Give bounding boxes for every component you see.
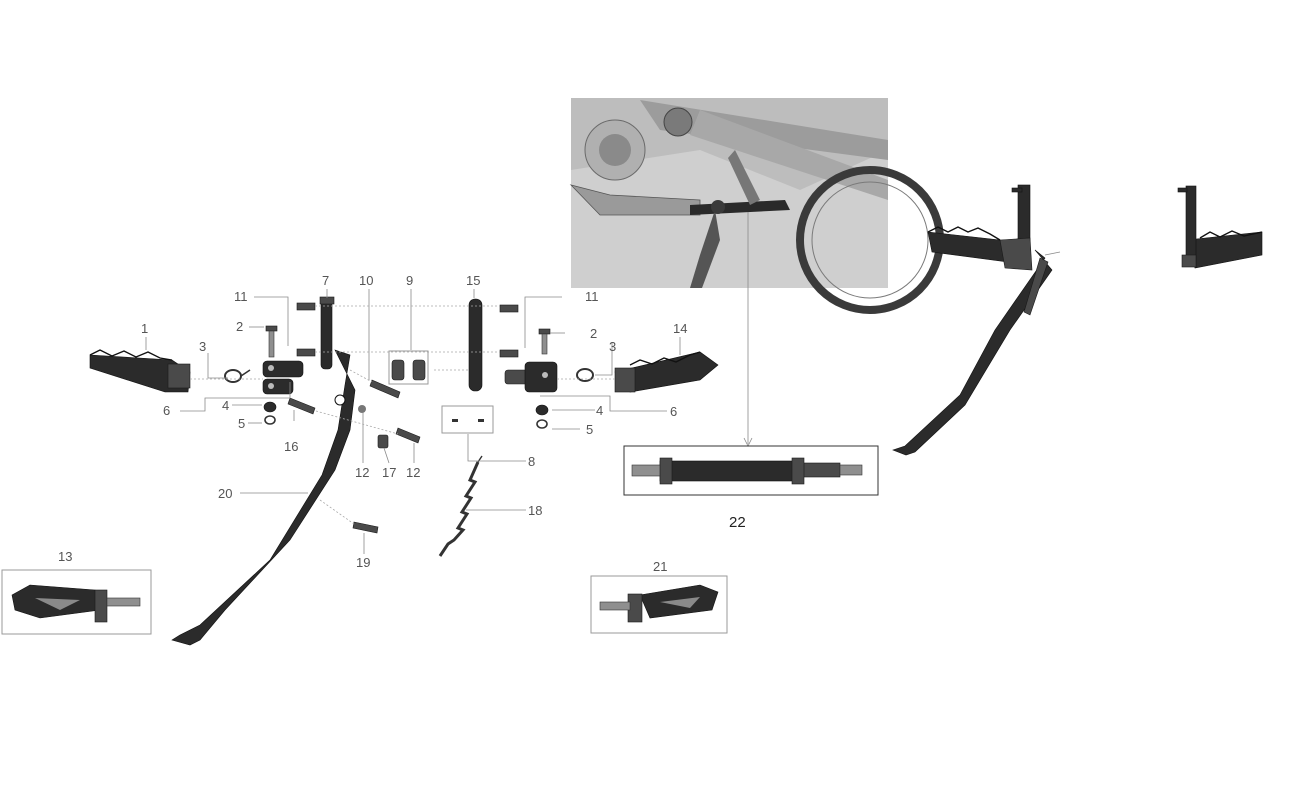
callout-15: 15 bbox=[466, 273, 480, 288]
part-2-bolt-left bbox=[265, 325, 278, 358]
part-4-5-washers-left bbox=[263, 401, 277, 425]
callout-5-right: 5 bbox=[586, 422, 593, 437]
callout-2-right: 2 bbox=[590, 326, 597, 341]
part-15-pivot-plate-right bbox=[468, 298, 483, 392]
part-12-bolt-and-ball bbox=[358, 405, 421, 444]
part-18-return-spring bbox=[438, 455, 483, 557]
callout-12-left: 12 bbox=[355, 465, 369, 480]
part-4-5-washers-right bbox=[535, 404, 549, 429]
callout-4-right: 4 bbox=[596, 403, 603, 418]
part-bracket-left bbox=[262, 360, 304, 395]
part-9-bushings bbox=[388, 350, 429, 385]
callout-3-right: 3 bbox=[609, 339, 616, 354]
callout-2-left: 2 bbox=[236, 319, 243, 334]
part-21-footpeg-assembly bbox=[590, 575, 728, 634]
callout-21: 21 bbox=[653, 559, 667, 574]
callout-4-left: 4 bbox=[222, 398, 229, 413]
part-8-spring-hooks bbox=[441, 405, 494, 434]
callout-17: 17 bbox=[382, 465, 396, 480]
part-13-footpeg-assembly bbox=[1, 569, 152, 635]
assembled-side-stand-view bbox=[892, 184, 1263, 456]
part-2-bolt-right bbox=[538, 328, 551, 355]
dashed-alignment-lines bbox=[190, 305, 615, 525]
callout-10: 10 bbox=[359, 273, 373, 288]
callout-18: 18 bbox=[528, 503, 542, 518]
callout-11-left: 11 bbox=[234, 289, 248, 304]
callout-22: 22 bbox=[729, 514, 746, 531]
part-20-side-stand bbox=[171, 349, 356, 646]
callout-6-right: 6 bbox=[670, 404, 677, 419]
part-22-pivot-bolt bbox=[623, 445, 879, 496]
part-14-right-footpeg bbox=[614, 351, 719, 393]
callout-14: 14 bbox=[673, 321, 687, 336]
callout-12-right: 12 bbox=[406, 465, 420, 480]
callout-5-left: 5 bbox=[238, 416, 245, 431]
callout-3-left: 3 bbox=[199, 339, 206, 354]
callout-13: 13 bbox=[58, 549, 72, 564]
callout-20: 20 bbox=[218, 486, 232, 501]
part-3-spring-right bbox=[576, 368, 594, 382]
part-16-bolt bbox=[287, 397, 316, 415]
callout-8: 8 bbox=[528, 454, 535, 469]
callout-labels: 1 2 3 4 5 6 7 8 9 10 11 11 12 12 13 14 1… bbox=[58, 273, 746, 574]
part-19-bolt bbox=[352, 521, 379, 534]
callout-19: 19 bbox=[356, 555, 370, 570]
part-17-spacer bbox=[377, 434, 389, 449]
leader-lines bbox=[145, 289, 681, 554]
callout-16: 16 bbox=[284, 439, 298, 454]
part-10-bolt bbox=[369, 379, 401, 399]
callout-11-right: 11 bbox=[585, 289, 599, 304]
part-3-spring-left bbox=[224, 369, 251, 383]
part-11-bolts-right bbox=[499, 304, 519, 358]
part-bracket-right bbox=[504, 361, 558, 393]
part-1-left-footpeg bbox=[89, 349, 191, 393]
callout-7: 7 bbox=[322, 273, 329, 288]
callout-1: 1 bbox=[141, 321, 148, 336]
callout-9: 9 bbox=[406, 273, 413, 288]
part-11-bolts-left bbox=[296, 302, 316, 357]
motorcycle-photo-inset bbox=[569, 98, 944, 314]
callout-6-left: 6 bbox=[163, 403, 170, 418]
part-7-pivot-plate-left bbox=[319, 296, 335, 370]
